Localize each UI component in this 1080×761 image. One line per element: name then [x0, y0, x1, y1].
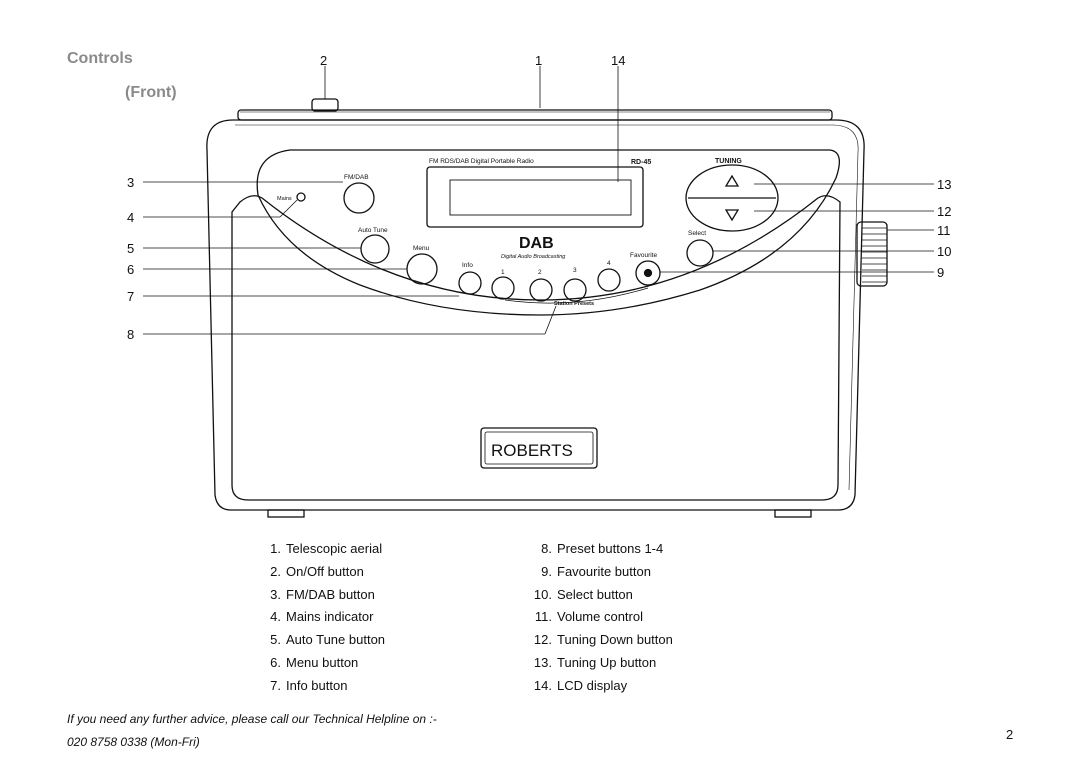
dab-tagline: Digital Audio Broadcasting — [501, 254, 566, 260]
tuning-label: TUNING — [715, 158, 742, 165]
helpline-phone: 020 8758 0338 (Mon-Fri) — [67, 735, 200, 749]
select-button[interactable] — [686, 239, 714, 267]
legend-item: 6.Menu button — [270, 654, 359, 670]
favourite-button[interactable] — [635, 260, 661, 286]
callout-14: 14 — [611, 53, 625, 68]
section-heading: Controls — [67, 50, 133, 67]
legend-item: 12.Tuning Down button — [533, 632, 673, 648]
volume-control[interactable] — [856, 221, 888, 287]
legend-item: 10.Select button — [533, 586, 633, 602]
brand-plate — [480, 427, 598, 469]
callout-1: 1 — [535, 53, 542, 68]
legend-item: 13.Tuning Up button — [533, 654, 657, 670]
fmdab-button[interactable] — [343, 182, 375, 214]
model-code: RD-45 — [631, 159, 651, 166]
preset-4-button[interactable] — [597, 268, 621, 292]
callout-13: 13 — [937, 177, 951, 192]
legend-item: 5.Auto Tune button — [270, 632, 386, 648]
select-label: Select — [688, 230, 706, 237]
info-label: Info — [462, 262, 473, 269]
preset-3-number: 3 — [573, 267, 577, 274]
callout-8: 8 — [127, 327, 134, 342]
on-off-button — [311, 98, 339, 112]
preset-1-number: 1 — [501, 269, 505, 276]
autotune-label: Auto Tune — [358, 227, 388, 234]
callout-2: 2 — [320, 53, 327, 68]
page-number: 2 — [1006, 727, 1014, 742]
legend-item: 1.Telescopic aerial — [270, 541, 383, 556]
control-panel — [256, 149, 841, 316]
tuning-up-icon — [724, 174, 740, 187]
model-text: FM RDS/DAB Digital Portable Radio — [429, 158, 534, 165]
callout-4: 4 — [127, 210, 134, 225]
callout-6: 6 — [127, 262, 134, 277]
helpline-text: If you need any further advice, please c… — [67, 712, 437, 726]
callout-5: 5 — [127, 241, 134, 256]
preset-1-button[interactable] — [491, 276, 515, 300]
mains-indicator — [296, 192, 306, 202]
foot-right — [774, 509, 812, 518]
callout-12: 12 — [937, 204, 951, 219]
legend-item: 9.Favourite button — [541, 563, 651, 579]
legend-left: 1.Telescopic aerial 2.On/Off button 3.FM… — [259, 538, 385, 698]
lcd-display — [426, 166, 644, 228]
section-subheading: (Front) — [125, 84, 177, 101]
radio-front-diagram: 2 1 14 3 4 5 6 7 8 13 12 11 10 9 FM RDS/… — [127, 53, 951, 518]
callout-11: 11 — [937, 223, 951, 238]
legend-item: 14.LCD display — [533, 677, 628, 693]
tuning-control[interactable] — [685, 164, 779, 232]
brand-logo: ROBERTS — [491, 441, 573, 460]
legend-item: 2.On/Off button — [270, 563, 364, 579]
tuning-down-icon — [724, 209, 740, 222]
preset-4-number: 4 — [607, 260, 611, 267]
foot-left — [267, 509, 305, 518]
info-button[interactable] — [458, 271, 482, 295]
auto-tune-button[interactable] — [360, 234, 390, 264]
preset-2-button[interactable] — [529, 278, 553, 302]
legend-right: 8.Preset buttons 1-4 9.Favourite button … — [530, 538, 673, 698]
dab-logo: DAB — [519, 235, 554, 252]
mains-label: Mains — [277, 196, 292, 202]
station-presets-label: Station Presets — [554, 301, 594, 307]
favourite-label: Favourite — [630, 252, 657, 259]
menu-button[interactable] — [406, 253, 438, 285]
callout-3: 3 — [127, 175, 134, 190]
preset-3-button[interactable] — [563, 278, 587, 302]
legend-item: 4.Mains indicator — [270, 609, 374, 625]
menu-label: Menu — [413, 245, 430, 252]
callout-7: 7 — [127, 289, 134, 304]
radio-body — [206, 119, 865, 511]
preset-2-number: 2 — [538, 269, 542, 276]
legend-item: 7.Info button — [270, 677, 348, 693]
legend-item: 11.Volume control — [534, 609, 643, 625]
fmdab-label: FM/DAB — [344, 174, 369, 181]
callout-9: 9 — [937, 265, 944, 280]
legend-item: 3.FM/DAB button — [270, 586, 375, 602]
front-grille-panel — [231, 195, 841, 501]
callout-10: 10 — [937, 244, 951, 259]
legend-item: 8.Preset buttons 1-4 — [541, 541, 664, 556]
